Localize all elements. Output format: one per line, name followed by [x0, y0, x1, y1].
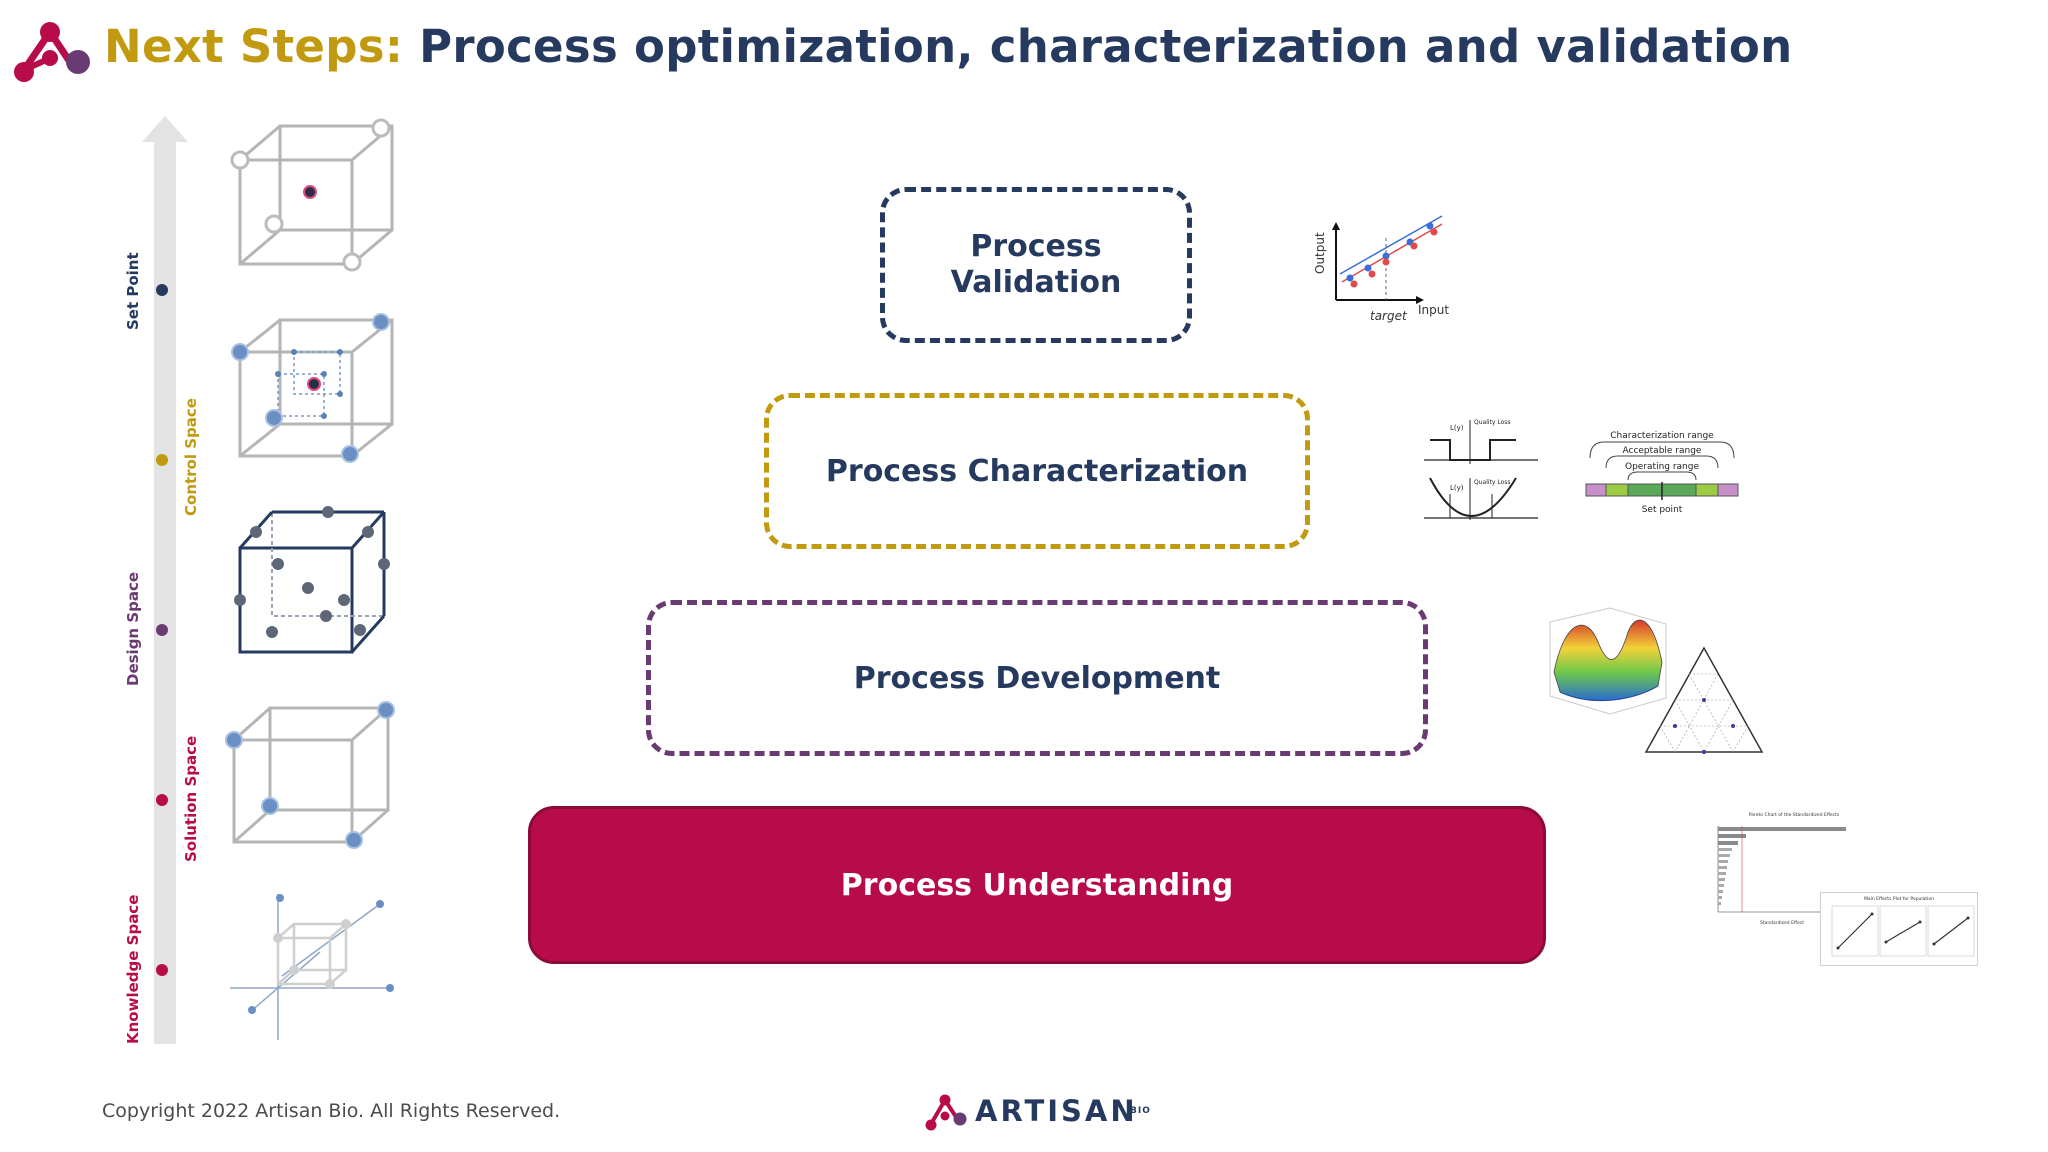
validation-plot-xlabel: Input — [1418, 303, 1449, 317]
label-design-space: Design Space — [124, 571, 142, 686]
artisan-footer-logo-icon — [925, 1094, 967, 1131]
quality-label-top: Quality Loss — [1474, 419, 1511, 426]
range-operating: Operating range — [1625, 462, 1699, 472]
label-solution-space: Solution Space — [182, 735, 200, 862]
quality-loss-plot-icon: L(y) Quality Loss L(y) Quality Loss — [1424, 419, 1538, 520]
range-characterization: Characterization range — [1610, 431, 1714, 441]
artisan-logo-icon — [14, 22, 90, 82]
control-space-dot — [156, 454, 168, 466]
process-characterization-label: Process Characterization — [825, 453, 1249, 489]
cube-set-point-icon — [230, 118, 394, 272]
process-characterization-box: Process Characterization — [764, 393, 1310, 549]
process-validation-label: Process Validation — [950, 229, 1122, 300]
process-understanding-label: Process Understanding — [840, 867, 1234, 903]
brand-name: ARTISAN — [975, 1094, 1138, 1128]
process-development-label: Process Development — [853, 660, 1221, 696]
cube-design-space-icon — [234, 506, 390, 654]
brand-suffix: BIO — [1130, 1106, 1151, 1116]
process-development-box: Process Development — [646, 600, 1428, 756]
copyright-notice: Copyright 2022 Artisan Bio. All Rights R… — [102, 1100, 561, 1122]
space-scale-arrow — [142, 116, 188, 1044]
cube-solution-space-icon — [225, 701, 395, 849]
design-space-dot — [156, 624, 168, 636]
validation-plot-ylabel: Output — [1313, 232, 1327, 274]
operating-ranges-icon: Characterization range Acceptable range … — [1585, 431, 1739, 515]
process-validation-box: Process Validation — [880, 187, 1192, 343]
title-accent: Next Steps: — [104, 20, 404, 73]
validation-plot-icon: Output target Input — [1313, 215, 1449, 323]
ternary-plot-icon — [1644, 646, 1764, 754]
quality-label-bottom: Quality Loss — [1474, 479, 1511, 486]
knowledge-space-dot — [156, 964, 168, 976]
pareto-chart-title: Pareto Chart of the Standardized Effects — [1749, 812, 1840, 818]
validation-plot-marker: target — [1370, 309, 1408, 323]
solution-space-dot — [156, 794, 168, 806]
main-effects-title: Main Effects Plot for Population — [1864, 896, 1934, 902]
loss-label-bottom: L(y) — [1450, 484, 1464, 492]
axes-knowledge-space-icon — [230, 894, 394, 1040]
label-control-space: Control Space — [182, 398, 200, 516]
cube-control-space-icon — [231, 313, 394, 463]
main-effects-plot-icon: Main Effects Plot for Population — [1820, 892, 1978, 966]
process-understanding-box: Process Understanding — [528, 806, 1546, 964]
response-surface-plot-icon — [1549, 607, 1667, 715]
title-main: Process optimization, characterization a… — [419, 20, 1793, 73]
label-knowledge-space: Knowledge Space — [124, 894, 142, 1044]
range-set-point: Set point — [1642, 505, 1683, 515]
label-set-point: Set Point — [124, 252, 142, 330]
set-point-dot — [156, 284, 168, 296]
page-title: Next Steps: Process optimization, charac… — [104, 20, 1792, 73]
loss-label-top: L(y) — [1450, 424, 1464, 432]
range-acceptable: Acceptable range — [1623, 446, 1702, 456]
pareto-chart-xlabel: Standardized Effect — [1760, 920, 1804, 926]
